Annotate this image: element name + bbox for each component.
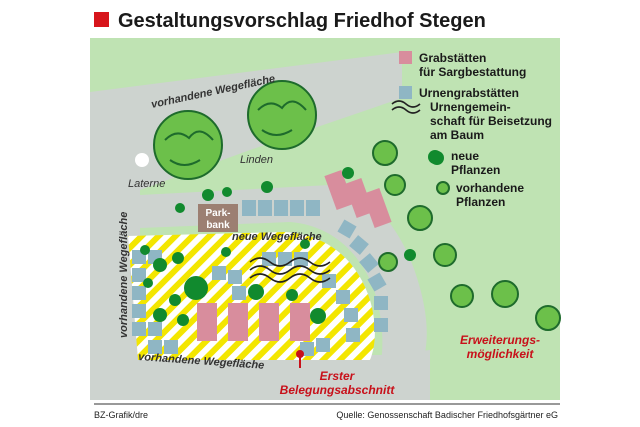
- label-lantern: Laterne: [128, 178, 165, 190]
- legend-urn-swatch: [399, 86, 412, 99]
- legend-new-plants-1: neue: [451, 149, 479, 163]
- legend-existing-plant-icon: [436, 181, 450, 195]
- lantern-icon: [135, 153, 149, 167]
- label-linden: Linden: [240, 154, 273, 166]
- legend-coffin-swatch: [399, 51, 412, 64]
- legend-community-2: schaft für Beisetzung: [430, 114, 552, 128]
- label-first-section-2: Belegungsabschnitt: [280, 383, 396, 397]
- legend-community-1: Urnengemein-: [430, 100, 511, 114]
- legend-existing-plants-1: vorhandene: [456, 181, 524, 195]
- label-expansion-2: möglichkeit: [467, 347, 535, 361]
- legend-new-plant-icon: [430, 151, 444, 165]
- legend-community-3: am Baum: [430, 128, 484, 142]
- label-expansion-1: Erweiterungs-: [460, 333, 540, 347]
- path-bottom: [90, 350, 430, 400]
- coffin-graves-top: [324, 170, 392, 228]
- path-new: [140, 185, 427, 370]
- footer-source: Quelle: Genossenschaft Badischer Friedho…: [336, 410, 558, 420]
- linden-tree-left: [153, 110, 223, 180]
- title: Gestaltungsvorschlag Friedhof Stegen: [118, 10, 486, 32]
- legend-coffin-1: Grabstätten: [419, 51, 486, 65]
- existing-plants: [372, 140, 561, 331]
- park-bench: [198, 204, 238, 232]
- legend-existing-plants-2: Pflanzen: [456, 195, 505, 209]
- title-marker: [94, 12, 109, 27]
- urn-community-marks: [249, 257, 331, 283]
- legend-urn-1: Urnengrabstätten: [419, 86, 519, 100]
- legend-new-plants-2: Pflanzen: [451, 163, 500, 177]
- urn-graves: [132, 200, 388, 356]
- coffin-graves-bottom: [197, 303, 310, 341]
- legend-community-icon: [391, 100, 421, 114]
- label-path-left: vorhandene Wegefläche: [118, 212, 130, 338]
- label-first-section-1: Erster: [320, 369, 356, 383]
- bench-label-2: bank: [206, 220, 230, 231]
- label-new-path: neue Wegefläche: [232, 231, 322, 243]
- linden-tree-right: [247, 80, 317, 150]
- legend-coffin-2: für Sargbestattung: [419, 65, 526, 79]
- path-left: [90, 190, 140, 400]
- bench-label-1: Park-: [205, 208, 230, 219]
- footer-credit: BZ-Grafik/dre: [94, 410, 148, 420]
- new-plants: [140, 150, 442, 326]
